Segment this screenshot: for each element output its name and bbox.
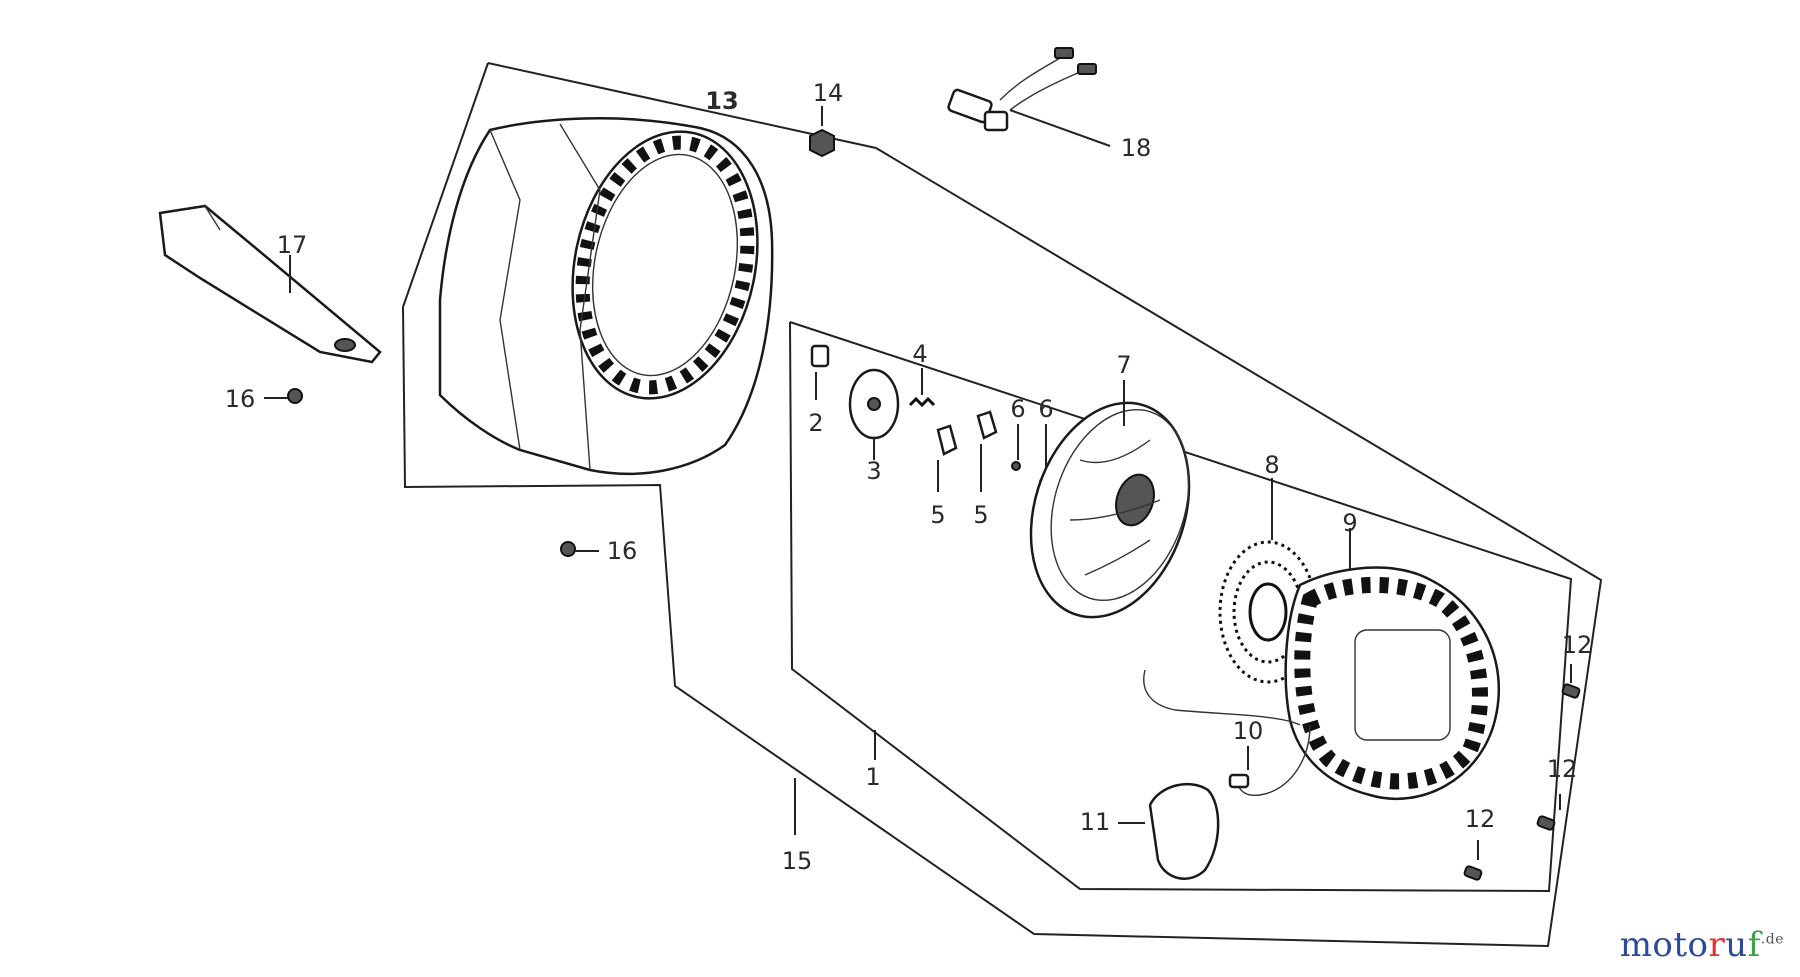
fan-cover-part bbox=[438, 117, 774, 476]
nut-part bbox=[809, 106, 835, 158]
spring-part bbox=[908, 368, 936, 408]
cover-plate-part bbox=[158, 204, 382, 364]
bolt-16b-part bbox=[560, 541, 599, 557]
callout-5a: 5 bbox=[930, 501, 945, 529]
callout-12b: 12 bbox=[1547, 755, 1578, 783]
pawl-b-part bbox=[976, 410, 998, 492]
reel-part bbox=[1029, 380, 1191, 619]
drive-plate-part bbox=[848, 368, 900, 460]
callout-14: 14 bbox=[813, 79, 844, 107]
bolt-12b-part bbox=[1536, 794, 1561, 831]
watermark-part3: u bbox=[1725, 925, 1748, 965]
assembly-outline-15 bbox=[401, 62, 1603, 948]
callout-13: 13 bbox=[705, 87, 738, 115]
bolt-16a-part bbox=[264, 388, 303, 404]
callout-9: 9 bbox=[1342, 509, 1357, 537]
callout-12c: 12 bbox=[1465, 805, 1496, 833]
rope-guide-part bbox=[1228, 746, 1250, 789]
starter-handle-part bbox=[1118, 782, 1220, 880]
callout-16b: 16 bbox=[607, 537, 638, 565]
callout-16a: 16 bbox=[225, 385, 256, 413]
callout-6a: 6 bbox=[1010, 395, 1025, 423]
callout-6b: 6 bbox=[1038, 395, 1053, 423]
callout-17: 17 bbox=[277, 231, 308, 259]
bolt-12c-part bbox=[1463, 840, 1483, 881]
callout-15: 15 bbox=[782, 847, 813, 875]
callout-3: 3 bbox=[866, 457, 881, 485]
callout-8: 8 bbox=[1264, 451, 1279, 479]
callout-4: 4 bbox=[912, 340, 927, 368]
watermark-part4: f bbox=[1747, 925, 1761, 965]
small-pin-a-part bbox=[1011, 424, 1021, 471]
callout-18: 18 bbox=[1121, 134, 1152, 162]
watermark-part2: r bbox=[1708, 925, 1726, 965]
starter-case-part bbox=[1284, 528, 1500, 800]
assembly-outline-1 bbox=[789, 321, 1573, 893]
pawl-pin-part bbox=[810, 344, 830, 400]
callout-1: 1 bbox=[865, 763, 880, 791]
watermark-suffix: .de bbox=[1760, 931, 1784, 948]
callout-10: 10 bbox=[1233, 717, 1264, 745]
callout-2: 2 bbox=[808, 409, 823, 437]
switch-part bbox=[947, 47, 1111, 147]
callout-11: 11 bbox=[1080, 808, 1111, 836]
bolt-12a-part bbox=[1561, 664, 1581, 699]
watermark-logo: motoruf.de bbox=[1620, 925, 1784, 965]
watermark-part1: moto bbox=[1619, 925, 1709, 965]
callout-7: 7 bbox=[1116, 351, 1131, 379]
pawl-a-part bbox=[936, 424, 958, 492]
callout-5b: 5 bbox=[973, 501, 988, 529]
callout-12a: 12 bbox=[1562, 631, 1593, 659]
starter-rope bbox=[1143, 669, 1311, 797]
